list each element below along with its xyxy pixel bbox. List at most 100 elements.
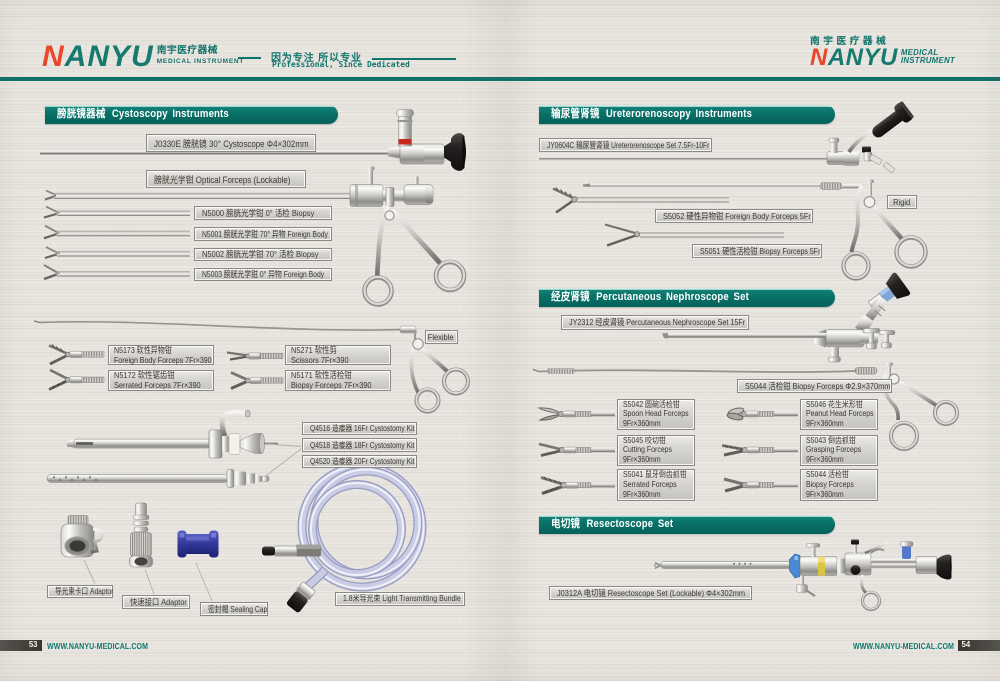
slogan-cn: 因为专注 所以专业 bbox=[271, 53, 362, 64]
optical-forceps-illustration bbox=[44, 166, 467, 307]
ureteroscope-illustration bbox=[539, 101, 914, 173]
header-rule bbox=[0, 77, 1000, 81]
label-s5046: S5046 花生米形钳 Peanut Head Forceps 9Fr×360m… bbox=[800, 398, 878, 430]
flexible-tip-n5271 bbox=[226, 351, 284, 361]
band-uretero-cn: 输尿管肾镜 bbox=[550, 108, 600, 120]
pointer-lines bbox=[83, 443, 302, 602]
label-n5173: N5173 软性异物钳 Foreign Body Forceps 7Fr×390 bbox=[108, 344, 214, 365]
resectoscope-illustration bbox=[654, 539, 952, 612]
label-s5044-big-text: S5044 活检钳 Biopsy Forceps Φ2.9×370mm bbox=[745, 380, 891, 391]
label-j0312a-text: J0312A 电切镜 Resectoscope Set (Lockable) Φ… bbox=[557, 587, 745, 598]
band-resecto-cn: 电切镜 bbox=[550, 518, 580, 530]
logo-right-wordmark: NANYU bbox=[810, 46, 898, 70]
label-n5171-line2: Biopsy Forceps 7Fr×390 bbox=[291, 380, 372, 391]
label-n5271: N5271 软性剪 Scissors 7Fr×390 bbox=[285, 344, 391, 365]
label-s5044-grid: S5044 活检钳 Biopsy Forceps 9Fr×360mm bbox=[800, 469, 878, 501]
bayonet-adaptor-illustration bbox=[60, 515, 104, 558]
label-n5002: N5002 膀胱光学钳 70° 活检 Biopsy bbox=[193, 247, 332, 261]
label-n5173-line2: Foreign Body Forceps 7Fr×390 bbox=[114, 354, 212, 365]
label-s5052: S5052 硬性异物钳 Foreign Body Forceps 5Fr bbox=[654, 209, 813, 223]
label-light-bundle: 1.8米导光束 Light Transmitting Bundle bbox=[335, 592, 465, 606]
nephro-tip-s5042 bbox=[537, 407, 615, 421]
logo-left-sub: MEDICAL INSTRUMENT bbox=[156, 58, 245, 65]
logo-right-n: N bbox=[810, 44, 828, 71]
label-q4516-text: Q4516 造瘘器 16Fr Cystostomy Kit bbox=[310, 424, 415, 434]
label-n5171-line1: N5171 软性活检钳 bbox=[291, 370, 352, 380]
slogan-en: Professional, Since Dedicated bbox=[272, 60, 410, 69]
label-j0330e: J0330E 膀胱镜 30° Cystoscope Φ4×302mm bbox=[146, 134, 316, 152]
label-jy2312: JY2312 经皮肾镜 Percutaneous Nephroscope Set… bbox=[560, 315, 749, 330]
band-cystoscopy-cn: 膀胱镜器械 bbox=[57, 108, 106, 120]
logo-right-cn: 南宇医疗器械 bbox=[810, 36, 890, 47]
label-light-bundle-text: 1.8米导光束 Light Transmitting Bundle bbox=[343, 594, 461, 604]
label-quick-adaptor-text: 快速接口 Adaptor bbox=[130, 597, 187, 607]
flexible-biopsy-s5044-illustration bbox=[532, 362, 959, 451]
label-sealing-cap: 密封帽 Sealing Cap bbox=[200, 602, 268, 616]
label-n5172: N5172 软性锯齿钳 Serrated Forceps 7Fr×390 bbox=[108, 370, 214, 391]
label-s5041-line3: 9Fr×360mm bbox=[623, 489, 661, 499]
page-number-left: 53 bbox=[28, 640, 38, 649]
logo-right-anyu: ANYU bbox=[827, 44, 898, 71]
flexible-tip-n5172 bbox=[48, 368, 105, 391]
label-s5051: S5051 硬性活检钳 Biopsy Forceps 5Fr bbox=[692, 243, 822, 258]
label-s5044-big: S5044 活检钳 Biopsy Forceps Φ2.9×370mm bbox=[737, 378, 892, 393]
flexible-tip-n5173 bbox=[48, 344, 105, 366]
slogan-rule bbox=[372, 58, 456, 60]
nephro-tip-s5044 bbox=[723, 477, 798, 493]
label-sealing-cap-text: 密封帽 Sealing Cap bbox=[208, 604, 268, 614]
label-quick-adaptor: 快速接口 Adaptor bbox=[122, 595, 190, 609]
band-nephro-en: Percutaneous Nephroscope Set bbox=[595, 290, 749, 303]
label-s5041-line1: S5041 鼠牙倒齿抓钳 bbox=[623, 470, 687, 480]
cystostomy-trocar-illustration bbox=[67, 409, 278, 459]
label-s5044-grid-line3: 9Fr×360mm bbox=[806, 489, 844, 499]
label-n5171: N5171 软性活检钳 Biopsy Forceps 7Fr×390 bbox=[285, 370, 391, 391]
label-s5043-line3: 9Fr×360mm bbox=[806, 455, 844, 465]
label-n5003-text: N5003 膀胱光学钳 0° 异物 Foreign Body bbox=[201, 269, 324, 280]
label-n5001-text: N5001 膀胱光学钳 70° 异物 Foreign Body bbox=[201, 228, 328, 239]
sealing-cap-illustration bbox=[177, 530, 219, 558]
band-nephro-cn: 经皮肾镜 bbox=[550, 290, 590, 303]
label-s5043: S5043 倒齿抓钳 Grasping Forceps 9Fr×360mm bbox=[800, 434, 878, 466]
logo-left: NANYU 南宇医疗器械 MEDICAL INSTRUMENT bbox=[42, 42, 245, 72]
label-s5043-line1: S5043 倒齿抓钳 bbox=[806, 435, 856, 445]
logo-left-cn: 南宇医疗器械 bbox=[156, 45, 218, 56]
label-optical-forceps: 膀胱光学钳 Optical Forceps (Lockable) bbox=[146, 170, 306, 188]
rigid-forceps-s5051-illustration bbox=[604, 223, 784, 247]
label-s5051-text: S5051 硬性活检钳 Biopsy Forceps 5Fr bbox=[700, 245, 821, 256]
website-left: WWW.NANYU-MEDICAL.COM bbox=[47, 640, 149, 651]
nephro-tip-s5045 bbox=[538, 442, 615, 457]
logo-right-sub1: MEDICAL bbox=[900, 48, 939, 57]
logo-right-sub2: INSTRUMENT bbox=[900, 56, 955, 65]
label-s5044-grid-line2: Biopsy Forceps bbox=[806, 479, 854, 489]
label-n5173-line1: N5173 软性异物钳 bbox=[114, 344, 172, 355]
label-s5042-line1: S5042 圆碗活检钳 bbox=[623, 399, 680, 409]
logo-left-anyu: ANYU bbox=[64, 40, 154, 73]
nephro-tip-s5043 bbox=[721, 444, 798, 457]
label-rigid: Rigid bbox=[887, 195, 917, 209]
label-rigid-text: Rigid bbox=[893, 196, 911, 207]
label-n5000: N5000 膀胱光学钳 0° 活检 Biopsy bbox=[193, 206, 332, 220]
cysto-forceps-rows-illustration bbox=[43, 205, 190, 281]
label-s5041: S5041 鼠牙倒齿抓钳 Serrated Forceps 9Fr×360mm bbox=[617, 469, 695, 501]
label-s5043-line2: Grasping Forceps bbox=[806, 445, 862, 455]
logo-left-n: N bbox=[42, 40, 65, 73]
label-q4520: Q4520 造瘘器 20Fr Cystostomy Kit bbox=[302, 454, 417, 468]
label-s5045-line1: S5045 咬切钳 bbox=[623, 435, 666, 445]
label-s5045-line2: Cutting Forceps bbox=[623, 445, 673, 455]
flexible-tip-n5171 bbox=[230, 371, 284, 390]
logo-left-wordmark: NANYU bbox=[42, 42, 154, 72]
nephro-tip-s5046 bbox=[726, 407, 798, 421]
label-q4520-text: Q4520 造瘘器 20Fr Cystostomy Kit bbox=[310, 457, 415, 467]
label-n5172-line1: N5172 软性锯齿钳 bbox=[114, 370, 175, 380]
label-j0312a: J0312A 电切镜 Resectoscope Set (Lockable) Φ… bbox=[549, 585, 752, 600]
label-s5046-line2: Peanut Head Forceps bbox=[806, 409, 874, 419]
label-s5052-text: S5052 硬性异物钳 Foreign Body Forceps 5Fr bbox=[662, 211, 811, 221]
label-s5042-line2: Spoon Head Forceps bbox=[623, 409, 689, 419]
label-jy2312-text: JY2312 经皮肾镜 Percutaneous Nephroscope Set… bbox=[568, 317, 745, 328]
label-bayonet-adaptor: 导光束卡口 Adaptor bbox=[47, 584, 113, 598]
